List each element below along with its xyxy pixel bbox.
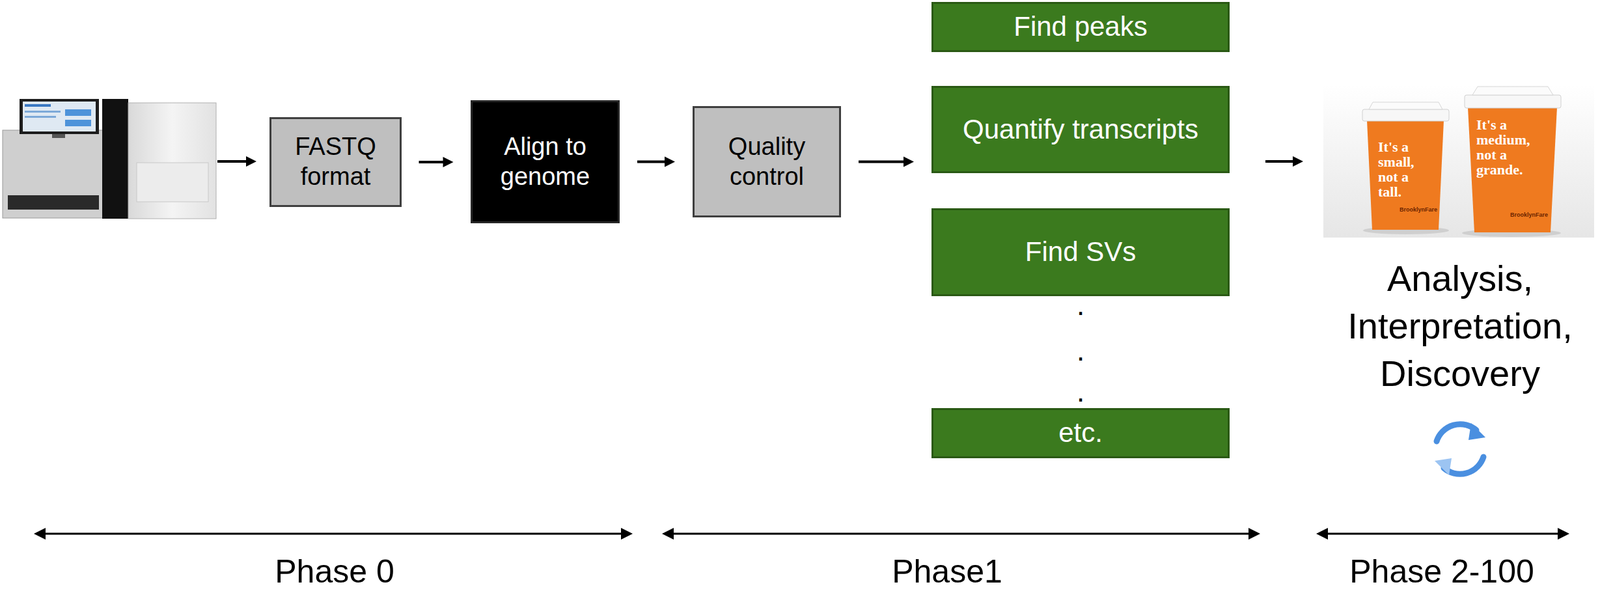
box-label: Find peaks: [1013, 10, 1147, 43]
cup-brand: BrooklynFare: [1399, 206, 1439, 214]
flow-arrow: [637, 156, 676, 168]
coffee-cups-photo: [1323, 84, 1595, 238]
cup-slogan: It's a medium, not a grande.: [1476, 117, 1537, 178]
process-box: Align to genome: [470, 100, 620, 224]
ellipsis-dot: .: [1067, 286, 1094, 324]
analysis-box: Quantify transcripts: [931, 85, 1230, 174]
analysis-box: etc.: [931, 408, 1230, 459]
phase-span-arrow: [662, 527, 1261, 540]
flow-arrow: [1265, 156, 1304, 167]
box-label: FASTQ format: [281, 132, 390, 192]
analysis-box: Find SVs: [931, 208, 1230, 297]
phase-span-arrow: [33, 527, 633, 540]
cycle-icon: [1434, 423, 1486, 476]
arrow-head: [443, 156, 454, 168]
phase-label: Phase1: [849, 550, 1045, 591]
ellipsis-dot: .: [1067, 331, 1094, 370]
box-label: Find SVs: [1025, 235, 1136, 269]
sequencer-illustration: [2, 98, 217, 219]
flow-arrow: [419, 156, 454, 168]
flow-arrow: [858, 156, 914, 168]
cup-brand: BrooklynFare: [1510, 212, 1550, 219]
arrow-head: [903, 156, 914, 168]
analysis-box: Find peaks: [931, 1, 1230, 53]
process-box: Quality control: [692, 106, 842, 218]
box-label: etc.: [1058, 416, 1103, 450]
arrow-line: [858, 160, 905, 164]
cup-slogan: It's a small, not a tall.: [1378, 139, 1420, 200]
box-label: Quality control: [704, 132, 829, 192]
arrow-head: [664, 156, 676, 168]
arrow-line: [419, 160, 445, 164]
phase-span-arrow: [1316, 527, 1570, 540]
flow-arrow: [217, 156, 257, 167]
ellipsis-dot: .: [1067, 372, 1094, 411]
phase-label: Phase 2-100: [1334, 550, 1550, 591]
arrow-line: [637, 160, 666, 164]
phase-label: Phase 0: [236, 550, 433, 591]
stage-caption: Analysis, Interpretation, Discovery: [1333, 255, 1587, 398]
box-label: Quantify transcripts: [962, 113, 1199, 146]
box-label: Align to genome: [496, 132, 595, 192]
process-box: FASTQ format: [269, 117, 402, 207]
